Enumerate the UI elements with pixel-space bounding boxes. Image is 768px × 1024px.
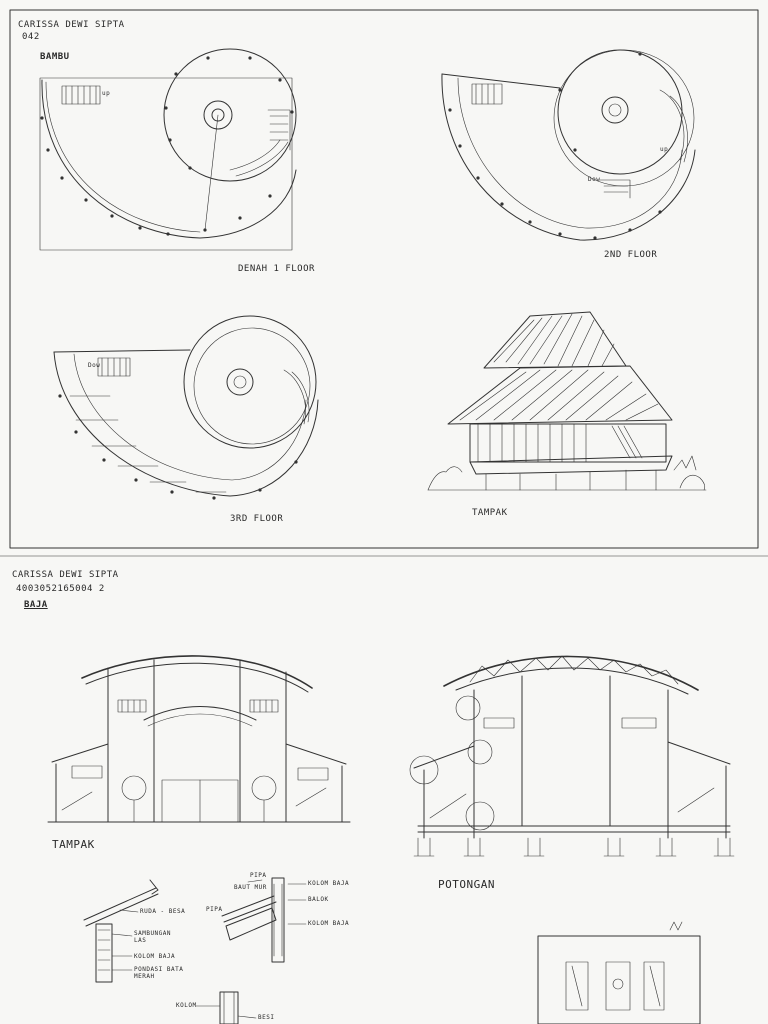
box-detail — [537, 921, 701, 1024]
steel-elevation — [47, 655, 351, 823]
detail-a — [83, 879, 159, 983]
detail-c — [195, 991, 257, 1024]
floor-plan-2 — [441, 49, 696, 241]
sheet2-author-id: 4003052165004 2 — [16, 584, 105, 594]
caption-steel-section: POTONGAN — [438, 878, 495, 891]
caption-bamboo-elevation: TAMPAK — [472, 508, 508, 518]
detail-label-c1: KOLOM — [176, 1002, 197, 1009]
detail-label-b4: KOLOM BAJA — [308, 880, 350, 887]
sheet1-border — [9, 9, 759, 549]
sheet1-material: BAMBU — [40, 52, 70, 62]
detail-label-b2: BAUT MUR — [234, 884, 267, 891]
detail-label-b1: PIPA — [250, 872, 267, 879]
detail-label-c2: BESI — [258, 1014, 275, 1021]
steel-section — [409, 655, 735, 857]
floor1-up-label: up — [102, 90, 111, 97]
caption-floor2: 2ND FLOOR — [604, 250, 658, 260]
detail-b — [221, 877, 307, 963]
caption-steel-elevation: TAMPAK — [52, 838, 95, 851]
detail-label-a1: RUDA - BESA — [140, 908, 186, 915]
detail-label-a3: KOLOM BAJA — [134, 953, 176, 960]
detail-label-a4: PONDASI BATA MERAH — [134, 966, 184, 980]
sheet1-author-id: 042 — [22, 32, 40, 42]
detail-label-b3: PIPA — [206, 906, 223, 913]
detail-label-b5: BALOK — [308, 896, 329, 903]
caption-floor3: 3RD FLOOR — [230, 514, 284, 524]
floor-plan-3 — [53, 315, 319, 500]
caption-floor1: DENAH 1 FLOOR — [238, 264, 315, 274]
floor3-down-label: Dow — [88, 362, 101, 369]
sheet1-author: CARISSA DEWI SIPTA — [18, 20, 125, 30]
floor-plan-1 — [39, 48, 297, 251]
sheet2-material: BAJA — [24, 600, 48, 610]
sheet2-author: CARISSA DEWI SIPTA — [12, 570, 119, 580]
floor2-down-label: Dow — [588, 176, 601, 183]
floor2-up-label: up — [660, 146, 669, 153]
bamboo-elevation — [427, 311, 707, 491]
detail-label-a2: SAMBUNGAN LAS — [134, 930, 172, 944]
detail-label-b6: KOLOM BAJA — [308, 920, 350, 927]
